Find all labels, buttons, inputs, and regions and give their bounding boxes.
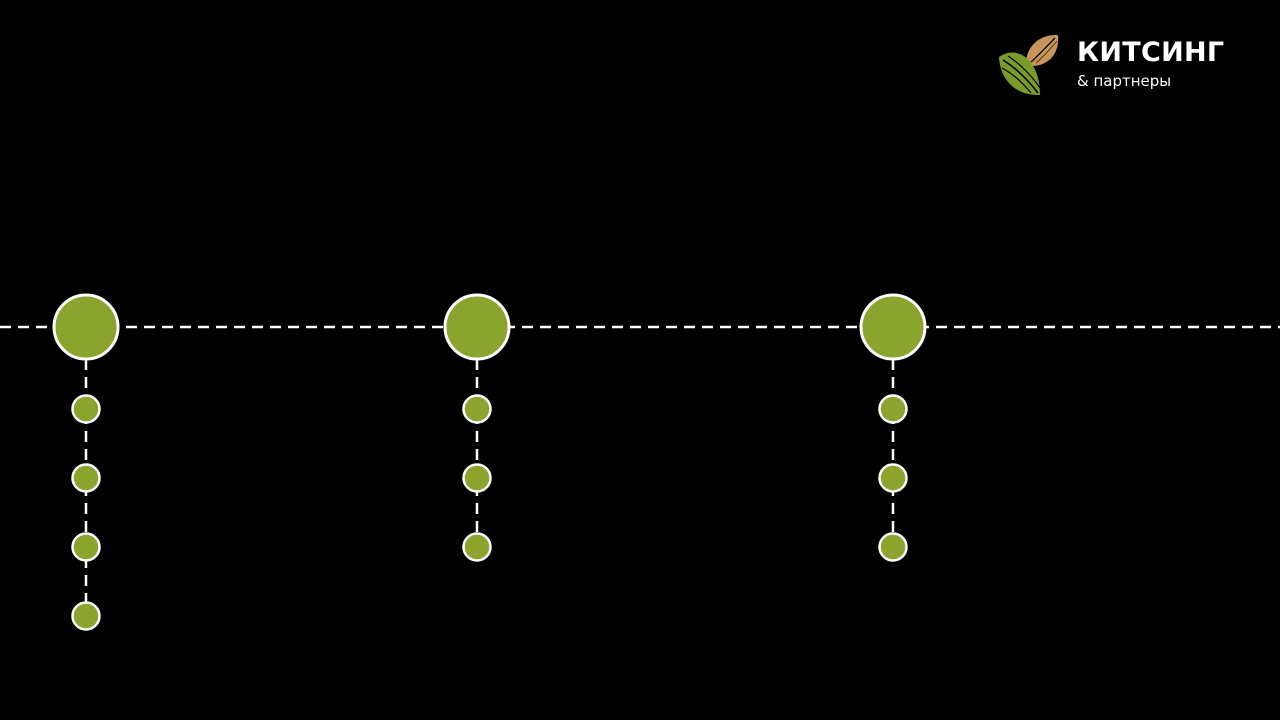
brand-logo: КИТСИНГ & партнеры	[996, 32, 1236, 100]
timeline-branch-2	[443, 293, 511, 562]
sub-node	[71, 601, 101, 631]
main-node	[443, 293, 511, 361]
leaf-logo-icon	[999, 34, 1059, 96]
main-node	[859, 293, 927, 361]
sub-node	[71, 463, 101, 493]
sub-node	[462, 463, 492, 493]
timeline-branch-3	[859, 293, 927, 562]
sub-node	[878, 532, 908, 562]
sub-node	[462, 532, 492, 562]
leaf-shape	[999, 52, 1040, 96]
sub-node	[878, 394, 908, 424]
brand-name: КИТСИНГ	[1077, 37, 1225, 68]
timeline-branches	[52, 293, 927, 631]
sub-node	[71, 394, 101, 424]
sub-node	[71, 532, 101, 562]
sub-node	[878, 463, 908, 493]
main-node	[52, 293, 120, 361]
timeline-branch-1	[52, 293, 120, 631]
brand-tagline: & партнеры	[1077, 72, 1172, 90]
sub-node	[462, 394, 492, 424]
